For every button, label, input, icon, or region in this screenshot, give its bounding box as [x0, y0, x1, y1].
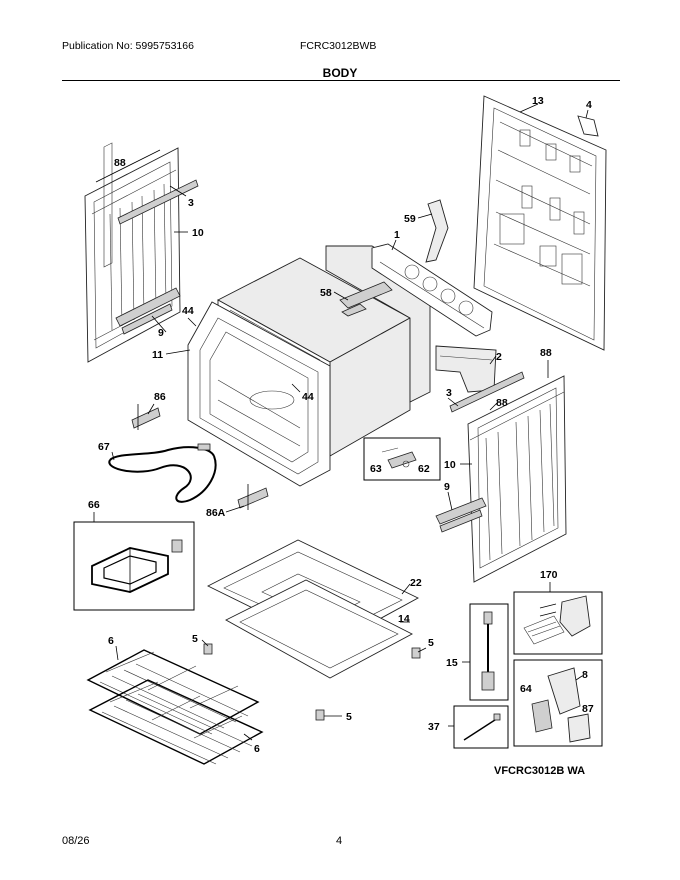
- oven-rack-lower: [88, 679, 264, 765]
- callout-15: 15: [446, 657, 458, 669]
- control-panel-bracket: [371, 243, 493, 337]
- callout-44-top: 44: [182, 305, 194, 317]
- callout-22: 22: [410, 577, 422, 589]
- callout-5-a: 5: [192, 633, 198, 645]
- callout-64: 64: [520, 683, 532, 695]
- callout-11: 11: [152, 349, 163, 361]
- right-door-hinge: [435, 497, 487, 533]
- callout-5-b: 5: [428, 637, 434, 649]
- callout-10-left: 10: [192, 227, 204, 239]
- callout-58: 58: [320, 287, 332, 299]
- callout-88-right: 88: [540, 347, 552, 359]
- callout-59: 59: [404, 213, 416, 225]
- callout-9-right: 9: [444, 481, 450, 493]
- callout-8: 8: [582, 669, 588, 681]
- callout-170: 170: [540, 569, 558, 581]
- bracket-2: [435, 345, 497, 393]
- back-panel: [473, 95, 607, 351]
- bake-element-67: [108, 443, 217, 503]
- callout-63: 63: [370, 463, 382, 475]
- footer-page-number: 4: [336, 835, 343, 847]
- callout-44-mid: 44: [302, 391, 314, 403]
- section-title: BODY: [322, 66, 358, 80]
- callout-87: 87: [582, 703, 594, 715]
- callout-3-left: 3: [188, 197, 194, 209]
- callout-3-right: 3: [446, 387, 452, 399]
- diagram-model-code: VFCRC3012B WA: [494, 765, 585, 777]
- wire-harness-59: [425, 199, 449, 263]
- bracket-parts-8-64-87: [531, 667, 591, 743]
- screws-5: [203, 643, 421, 721]
- drawer-base-14: [225, 579, 413, 679]
- header-rule: [62, 80, 620, 81]
- callout-4: 4: [586, 99, 592, 111]
- callout-6-top: 6: [108, 635, 114, 647]
- callout-6-bottom: 6: [254, 743, 260, 755]
- insulation-label-58: [339, 281, 393, 317]
- oven-rack-upper: [86, 649, 260, 735]
- callout-66: 66: [88, 499, 100, 511]
- callout-62: 62: [418, 463, 430, 475]
- callout-5-c: 5: [346, 711, 352, 723]
- right-door-hinge-bar: [449, 371, 525, 413]
- callout-88-mid: 88: [496, 397, 508, 409]
- oven-front-frame: [187, 301, 331, 487]
- callout-86A: 86A: [206, 507, 226, 519]
- callout-86: 86: [154, 391, 166, 403]
- callout-2: 2: [496, 351, 502, 363]
- callout-13: 13: [532, 95, 544, 107]
- model-number: FCRC3012BWB: [300, 40, 377, 52]
- right-oven-door: [467, 375, 567, 583]
- callout-9-left: 9: [158, 327, 164, 339]
- bracket-86: [131, 404, 161, 430]
- wire-37: [463, 713, 501, 741]
- cover-plate-4: [577, 115, 599, 137]
- leader-lines: [93, 103, 589, 741]
- callout-67: 67: [98, 441, 110, 453]
- detail-box-37: [453, 705, 509, 749]
- callout-37: 37: [428, 721, 440, 733]
- footer-date: 08/26: [62, 835, 90, 847]
- callout-10-right: 10: [444, 459, 456, 471]
- callout-88-left: 88: [114, 157, 126, 169]
- bracket-86A: [237, 484, 269, 510]
- callout-1: 1: [394, 229, 400, 241]
- left-door-hinge: [115, 287, 181, 335]
- anti-tip-kit-170: [523, 595, 591, 645]
- leveling-leg-15: [481, 611, 495, 691]
- broil-element-66: [91, 539, 183, 593]
- callout-14: 14: [398, 613, 410, 625]
- sensor-parts-62-63: [381, 447, 417, 469]
- publication-number: Publication No: 5995753166: [62, 40, 194, 52]
